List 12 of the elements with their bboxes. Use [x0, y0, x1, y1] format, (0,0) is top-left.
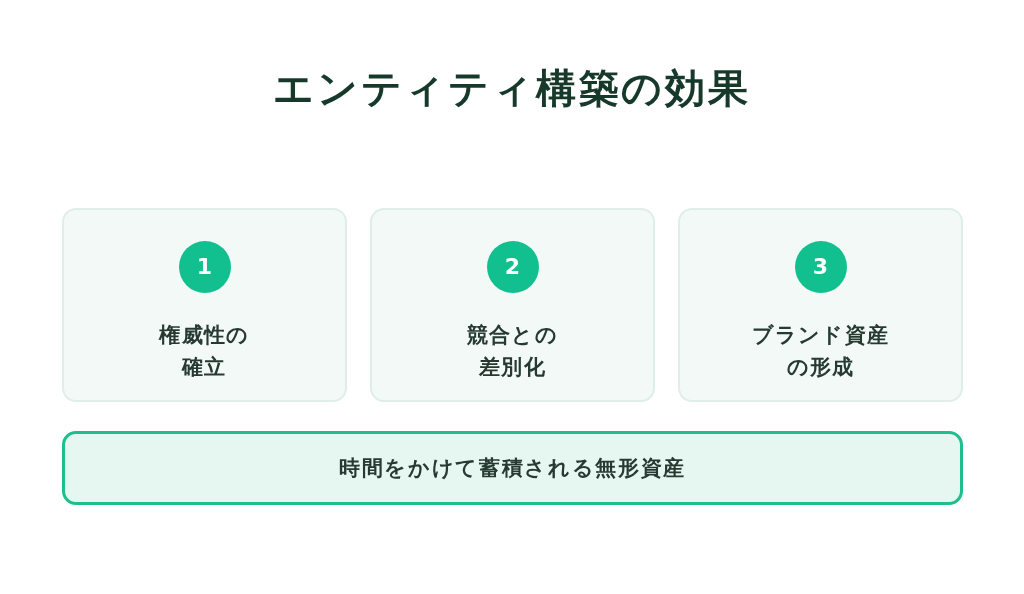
title: エンティティ構築の効果	[272, 64, 752, 113]
step-number: 2	[504, 256, 521, 278]
summary-banner	[62, 431, 963, 505]
card-label: 競合との差別化	[465, 322, 559, 381]
banner-text: 時間をかけて蓄積される無形資産	[338, 455, 687, 482]
card-label: 権威性の確立	[157, 322, 251, 381]
effect-card	[62, 208, 347, 402]
step-number: 1	[196, 256, 213, 278]
step-number: 3	[812, 256, 829, 278]
effect-card	[370, 208, 655, 402]
effect-card	[678, 208, 963, 402]
card-label: ブランド資産の形成	[751, 322, 890, 381]
